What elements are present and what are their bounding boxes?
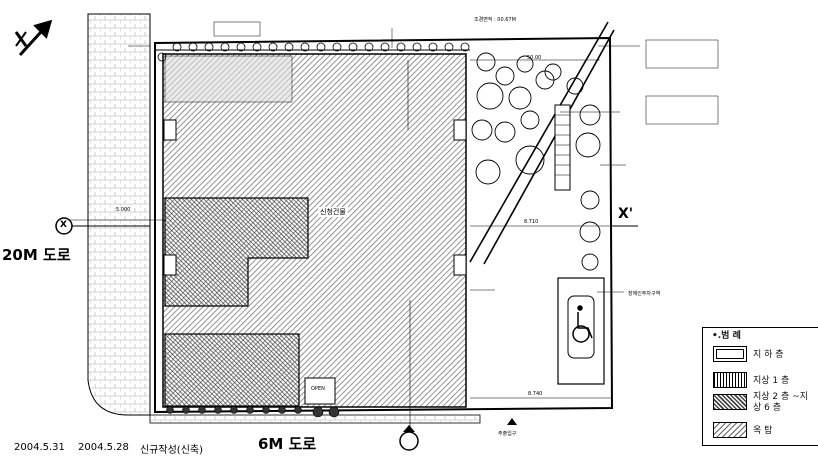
penthouse xyxy=(164,55,293,103)
legend-label-basement: 지 하 층 xyxy=(753,350,784,360)
legend-item-basement: 지 하 층 xyxy=(711,344,811,364)
legend-swatch-rooftop xyxy=(713,422,747,438)
legend-item-floor1: 지상 1 층 xyxy=(711,370,811,390)
wheelchair-icon xyxy=(572,305,593,343)
legend-item-floor2-6: 지상 2 층 ~지상 6 층 xyxy=(711,392,811,413)
legend-box: •.범 례 지 하 층 지상 1 층 지상 2 층 ~지상 6 층 옥 탑 xyxy=(702,327,818,446)
parking-note: 장애인주차구역 xyxy=(628,291,661,297)
revision-date-2: 2004.5.28 xyxy=(78,442,129,453)
west-sidewalk xyxy=(87,13,151,416)
dim-south: 8.740 xyxy=(528,391,543,397)
west-road-label: 20M 도로 xyxy=(2,246,71,264)
x-marker-right-label: X' xyxy=(618,206,634,222)
s-marker-south xyxy=(399,431,419,451)
floor-1-block-west xyxy=(164,197,309,307)
area-note: 조경면적 : 00.67M xyxy=(474,17,516,23)
legend-label-floor2-6: 지상 2 층 ~지상 6 층 xyxy=(753,392,808,413)
revision-date-1: 2004.5.31 xyxy=(14,442,65,453)
floor-1-block-south xyxy=(164,333,300,407)
site-boundary xyxy=(154,36,614,414)
dim-north: 50.00 xyxy=(527,55,542,61)
open-label: OPEN xyxy=(311,386,325,392)
s-marker-arrow xyxy=(403,425,415,432)
building-label: 신청건물 xyxy=(318,207,348,217)
entrance-label: 주출입구 xyxy=(498,431,517,437)
legend-swatch-floor1 xyxy=(713,372,747,388)
legend-label-rooftop: 옥 탑 xyxy=(753,426,773,436)
south-hedge xyxy=(166,406,340,418)
legend-title: •.범 례 xyxy=(712,331,741,341)
accessible-parking xyxy=(557,277,605,385)
north-hedge xyxy=(157,42,470,62)
legend-label-floor1: 지상 1 층 xyxy=(753,376,790,386)
dim-left: 5.000 xyxy=(116,207,131,213)
landscape-trees xyxy=(471,52,601,271)
legend-swatch-basement xyxy=(713,346,747,362)
north-arrow-icon xyxy=(14,19,53,57)
south-road-label: 6M 도로 xyxy=(258,435,317,453)
legend-item-rooftop: 옥 탑 xyxy=(711,420,811,440)
open-area xyxy=(304,377,336,405)
dim-mid: 8.710 xyxy=(524,219,539,225)
revision-note: 신규작성(신축) xyxy=(140,445,204,456)
entrance-triangle xyxy=(507,418,517,425)
stairs xyxy=(554,104,571,191)
x-marker-left xyxy=(55,217,73,235)
x-marker-left-label: X xyxy=(60,220,67,230)
legend-swatch-floor2-6 xyxy=(713,394,747,410)
